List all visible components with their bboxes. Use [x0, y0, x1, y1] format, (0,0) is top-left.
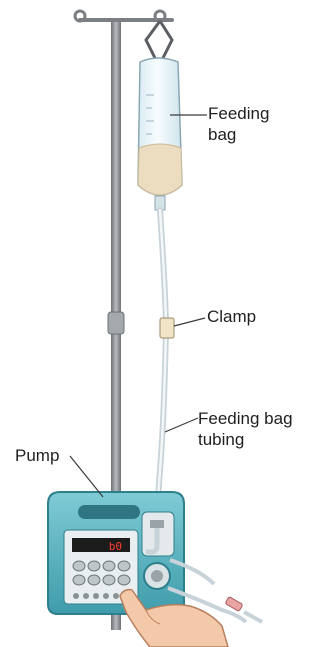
hook-right — [155, 11, 165, 21]
label-clamp: Clamp — [207, 306, 256, 327]
pump-device — [48, 492, 184, 614]
pump-display-readout: b0 — [109, 540, 122, 553]
feeding-bag — [138, 58, 182, 210]
pump-handle — [78, 505, 140, 519]
cassette-latch — [150, 520, 164, 528]
tube-clamp — [160, 318, 174, 338]
pole-joint — [108, 312, 124, 334]
label-pump: Pump — [15, 445, 59, 466]
bag-hanger — [146, 21, 172, 60]
hook-left — [75, 11, 85, 21]
formula-level — [138, 144, 182, 195]
